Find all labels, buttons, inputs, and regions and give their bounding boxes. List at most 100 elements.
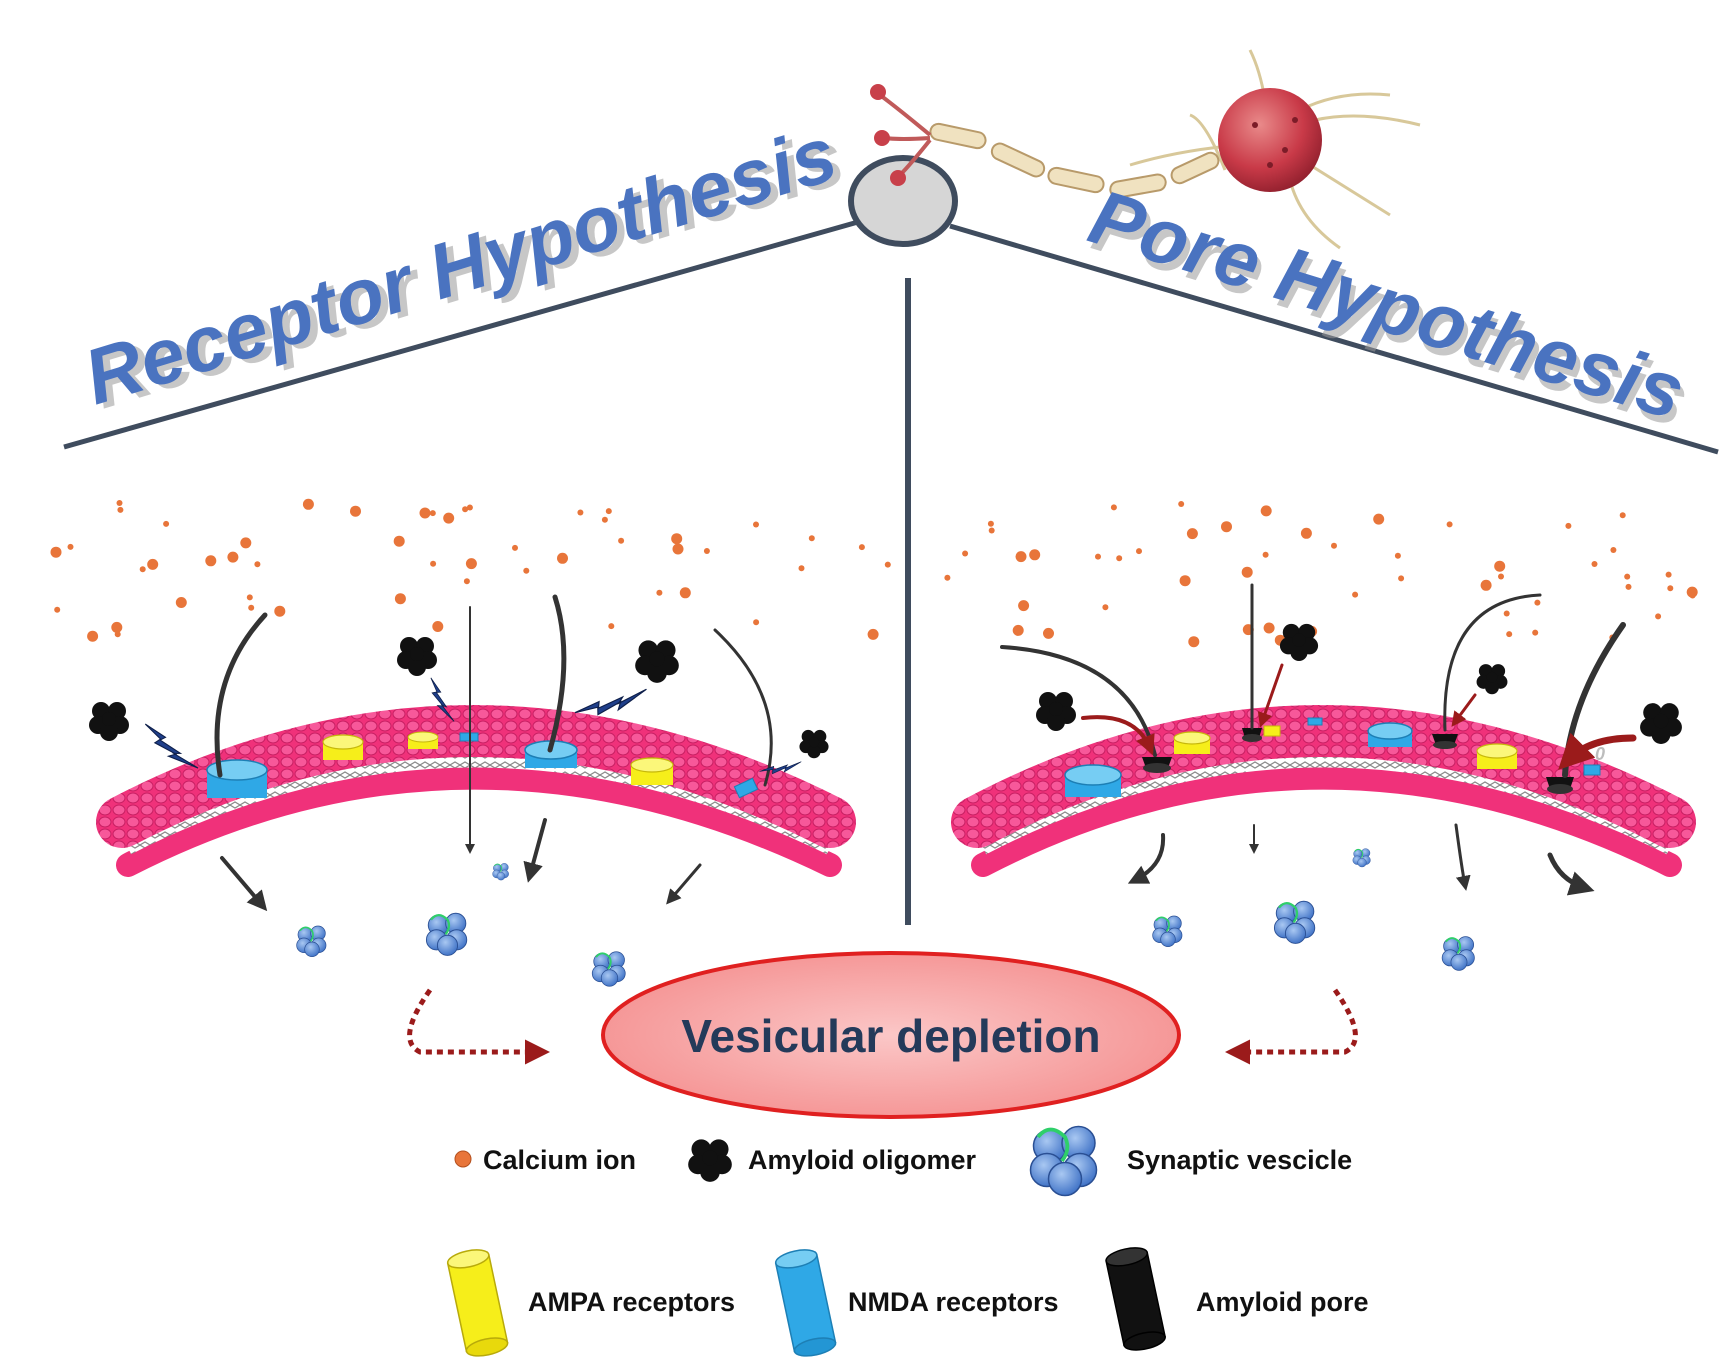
calcium-ion [512, 544, 518, 551]
calcium-ion [254, 561, 261, 568]
calcium-ion [419, 507, 431, 519]
amyloid-pore [1242, 728, 1262, 742]
nmda-receptor [206, 759, 268, 798]
ampa-receptor [407, 731, 439, 749]
calcium-ion [1619, 512, 1626, 519]
calcium-ion [139, 566, 146, 573]
calcium-ion [1186, 528, 1198, 540]
calcium-ion [1503, 610, 1510, 617]
right-roof-line [949, 223, 1719, 455]
left-influx-arrows [214, 594, 773, 912]
legend-item-ampa: AMPA receptors [446, 1249, 735, 1357]
calcium-ions [50, 498, 1698, 648]
amyloid-oligomer [397, 637, 437, 676]
calcium-ion [618, 537, 625, 544]
calcium-ion [246, 594, 253, 601]
title-frame [63, 155, 1719, 925]
calcium-ion [753, 619, 760, 626]
calcium-ion [248, 604, 255, 611]
amyloid-oligomer-icon [688, 1139, 732, 1182]
svg-text:NMDA receptors: NMDA receptors [848, 1287, 1059, 1317]
synaptic-vesicle-icon [1028, 1124, 1099, 1198]
amyloid-oligomer [635, 640, 679, 683]
neuron-illustration [870, 49, 1421, 250]
calcium-ion [884, 561, 891, 568]
calcium-ion [1373, 513, 1385, 525]
nmda-receptor [733, 777, 759, 799]
amyloid-pore [1432, 734, 1458, 749]
legend-item-vesicle: Synaptic vescicle [1028, 1124, 1352, 1198]
ampa-receptor [1476, 743, 1518, 769]
calcium-ion [1446, 521, 1453, 528]
calcium-ion [1534, 599, 1541, 606]
legend-item-pore: Amyloid pore [1105, 1247, 1369, 1351]
ampa-receptor-icon [446, 1249, 509, 1357]
calcium-ion [1262, 551, 1269, 558]
calcium-ion [117, 506, 124, 513]
calcium-ion [1110, 504, 1117, 511]
calcium-ion [147, 558, 159, 570]
legend-item-oligomer: Amyloid oligomer [688, 1139, 977, 1182]
calcium-ion [394, 593, 406, 605]
ampa-receptor [1173, 731, 1211, 754]
ampa-receptor [630, 757, 674, 785]
amyloid-pore [1142, 757, 1172, 773]
calcium-ion [753, 521, 759, 528]
calcium-ion [1095, 553, 1101, 560]
calcium-ion [577, 509, 584, 516]
legend-item-nmda: NMDA receptors [774, 1249, 1059, 1357]
calcium-ion [962, 550, 969, 557]
calcium-ion [114, 631, 121, 638]
calcium-ion [1394, 552, 1401, 559]
calcium-ion [608, 623, 615, 630]
calcium-ion [944, 574, 951, 581]
calcium-ion [867, 628, 879, 640]
amyloid-pore-icon [1105, 1247, 1166, 1351]
calcium-ion [1532, 629, 1539, 636]
vesicular-depletion-ellipse [601, 951, 1181, 1119]
calcium-ion [1221, 521, 1232, 533]
calcium-ion [463, 578, 470, 585]
calcium-ion [227, 551, 239, 563]
calcium-ion [429, 510, 436, 517]
calcium-ion [1506, 631, 1513, 638]
calcium-ion [1102, 604, 1109, 611]
ampa-receptor [1263, 725, 1281, 737]
converging-arrows [407, 988, 1358, 1065]
calcium-ion [1241, 566, 1253, 578]
synaptic-vesicle [1352, 848, 1371, 868]
right-influx-arrows [1000, 583, 1626, 896]
neuron-axon [929, 122, 1220, 199]
amyloid-oligomer [1036, 692, 1076, 731]
ampa-receptor [322, 734, 364, 760]
calcium-ion [1565, 522, 1572, 529]
calcium-ion [87, 630, 99, 642]
amyloid-pore [1546, 777, 1574, 794]
calcium-ion [432, 621, 444, 632]
calcium-ion [557, 552, 568, 564]
left-roof-line [63, 219, 859, 450]
calcium-ion [205, 555, 217, 567]
calcium-ion [988, 527, 995, 534]
calcium-ion [274, 605, 286, 617]
calcium-ion [1480, 579, 1492, 591]
synapse-zoom-circle [848, 155, 958, 247]
calcium-ion [1655, 613, 1662, 620]
calcium-ion [1689, 592, 1696, 599]
calcium-ion [1498, 573, 1504, 580]
calcium-ion [798, 565, 805, 572]
left-receptors [206, 731, 759, 799]
synaptic-vesicle [1151, 915, 1183, 948]
amyloid-oligomer [1279, 623, 1319, 662]
calcium-ion [466, 504, 473, 511]
calcium-ion [1665, 571, 1672, 578]
nmda-receptor [1367, 722, 1413, 747]
amyloid-oligomer [1640, 703, 1682, 744]
svg-text:Synaptic vescicle: Synaptic vescicle [1127, 1145, 1352, 1175]
calcium-ion [1012, 624, 1024, 636]
calcium-ion [1398, 575, 1405, 582]
synaptic-vesicle [1273, 900, 1316, 945]
calcium-ion [523, 567, 530, 574]
calcium-ion [240, 537, 252, 549]
